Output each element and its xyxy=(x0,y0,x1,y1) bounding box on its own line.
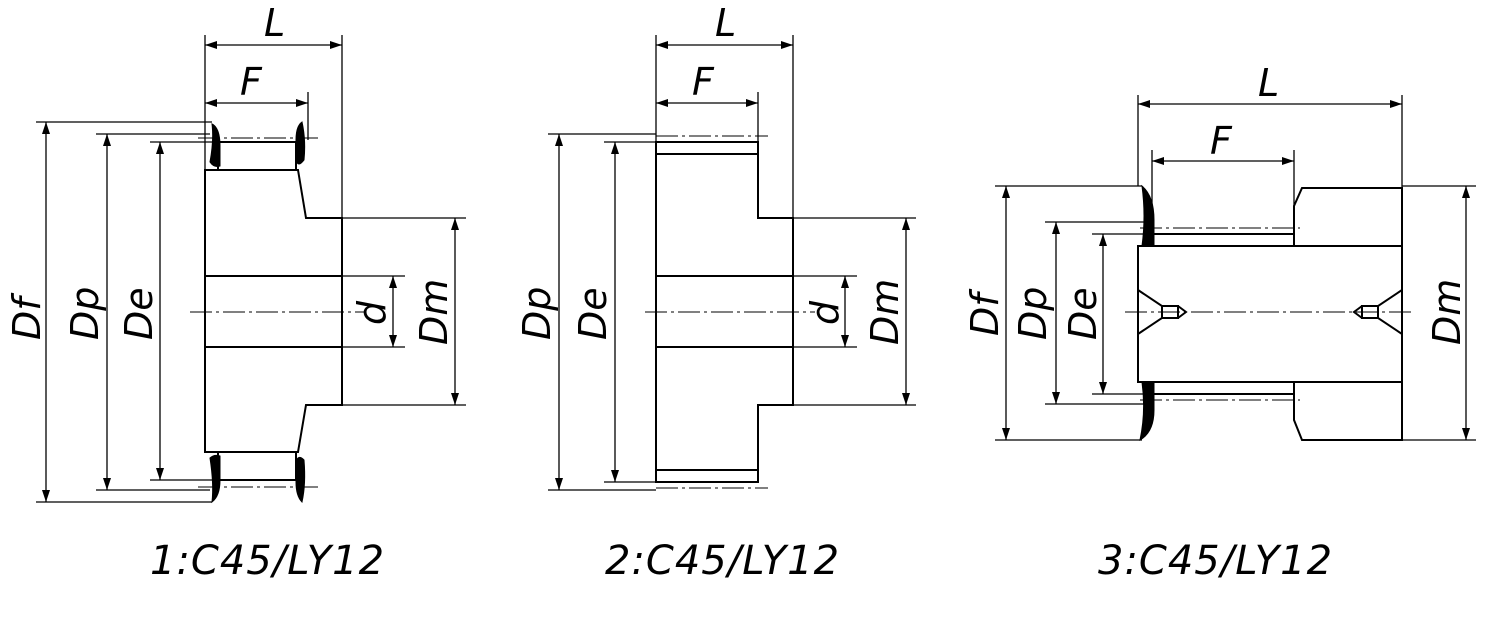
figure-3-caption: 3:C45/LY12 xyxy=(1098,538,1334,584)
figure-1-label-L: L xyxy=(264,1,285,45)
figure-1-caption: 1:C45/LY12 xyxy=(150,538,386,584)
figure-3-label-De: De xyxy=(1061,287,1105,340)
figure-1-label-d: d xyxy=(350,300,394,325)
figure-2-body-section xyxy=(655,153,794,277)
figure-1-label-De: De xyxy=(117,287,161,340)
figure-1-body-section xyxy=(204,169,343,277)
figure-2-label-F: F xyxy=(692,60,715,104)
figure-1-flange-top-right xyxy=(295,121,306,165)
figure-3-flange-top xyxy=(1141,184,1155,247)
figure-1-flanged-pulley: L F Df Dp De d Dm xyxy=(5,1,466,504)
figure-3-label-L: L xyxy=(1258,61,1279,105)
figure-1-body-section-lower xyxy=(204,346,343,453)
figure-3-label-F: F xyxy=(1210,119,1233,163)
figure-2-label-d: d xyxy=(803,300,847,325)
figure-1-label-F: F xyxy=(240,60,263,104)
figure-1-label-Df: Df xyxy=(5,292,49,340)
figure-1-flange-top-left xyxy=(209,123,221,167)
figure-3-hub-top xyxy=(1293,187,1403,247)
figure-2-label-De: De xyxy=(571,287,615,340)
figure-3-hub-pulley: L F Df Dp De Dm xyxy=(963,61,1476,441)
figure-3-hub-bottom xyxy=(1293,381,1403,441)
figure-2-label-L: L xyxy=(715,1,736,45)
figure-3-label-Dp: Dp xyxy=(1011,287,1055,340)
figure-3-label-Dm: Dm xyxy=(1425,279,1469,345)
figure-2-plain-pulley: L F Dp De d Dm xyxy=(515,1,916,491)
figure-1-flange-bottom-left xyxy=(209,454,221,504)
figure-1-flange-bottom-right xyxy=(295,456,306,503)
figure-3-flange-bottom xyxy=(1139,381,1155,441)
figure-3-label-Df: Df xyxy=(963,288,1007,336)
figure-2-body-section-lower xyxy=(655,346,794,471)
figure-2-label-Dp: Dp xyxy=(515,287,559,340)
figure-1-label-Dm: Dm xyxy=(412,279,456,345)
figure-2-label-Dm: Dm xyxy=(863,279,907,345)
figure-1-label-Dp: Dp xyxy=(63,287,107,340)
figure-2-caption: 2:C45/LY12 xyxy=(605,538,841,584)
